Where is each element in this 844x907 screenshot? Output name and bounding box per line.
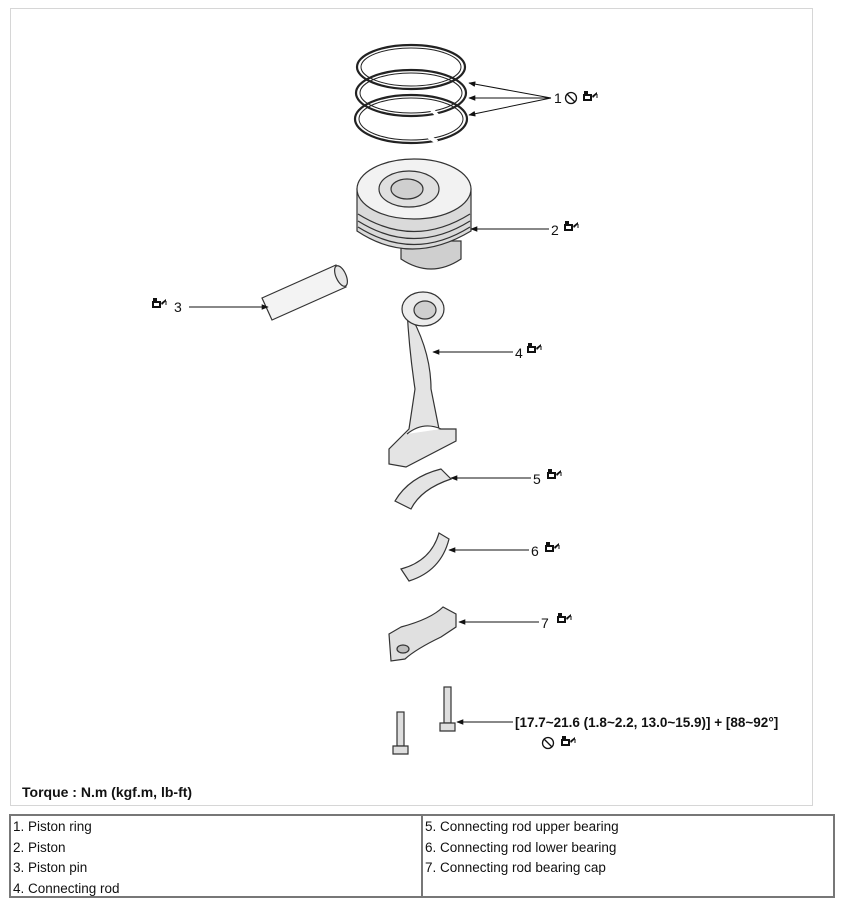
oil-can-icon [582,90,598,102]
upper-bearing-illustration [394,468,453,510]
oil-can-icon [544,541,560,553]
legend-item: 5. Connecting rod upper bearing [425,819,619,834]
bearing-cap-illustration [388,606,457,662]
legend-column-left: 1. Piston ring 2. Piston 3. Piston pin 4… [11,816,421,896]
torque-spec: [17.7~21.6 (1.8~2.2, 13.0~15.9)] + [88~9… [515,715,778,730]
diagram-frame: 1 2 3 4 [10,8,813,806]
callout-5: 5 [533,471,541,487]
callout-2: 2 [551,222,559,238]
parts-legend-table: 1. Piston ring 2. Piston 3. Piston pin 4… [9,814,835,898]
oil-can-icon [526,342,542,354]
oil-can-icon [563,220,579,232]
legend-item: 7. Connecting rod bearing cap [425,860,606,875]
exploded-view-diagram: 1 2 3 4 [151,43,778,755]
callout-3: 3 [174,299,182,315]
oil-can-icon [560,735,576,747]
legend-column-right: 5. Connecting rod upper bearing 6. Conne… [421,816,833,896]
piston-illustration [356,158,472,270]
callout-1: 1 [554,90,562,106]
callout-4: 4 [515,345,523,361]
callout-6: 6 [531,543,539,559]
legend-item: 3. Piston pin [13,860,88,875]
do-not-reuse-icon [541,736,555,750]
legend-item: 6. Connecting rod lower bearing [425,839,617,855]
piston-ring-illustration [353,43,469,145]
oil-can-icon [151,297,167,309]
legend-item: 1. Piston ring [13,819,92,834]
lower-bearing-illustration [400,532,450,582]
legend-item: 2. Piston [13,839,66,855]
connecting-rod-bolts-illustration [392,686,456,755]
connecting-rod-illustration [388,291,457,468]
oil-can-icon [546,468,562,480]
oil-can-icon [556,612,572,624]
legend-item: 4. Connecting rod [13,880,120,896]
torque-unit-label: Torque : N.m (kgf.m, lb-ft) [22,784,193,800]
do-not-reuse-icon [564,91,578,105]
piston-pin-illustration [261,264,348,321]
callout-7: 7 [541,615,549,631]
